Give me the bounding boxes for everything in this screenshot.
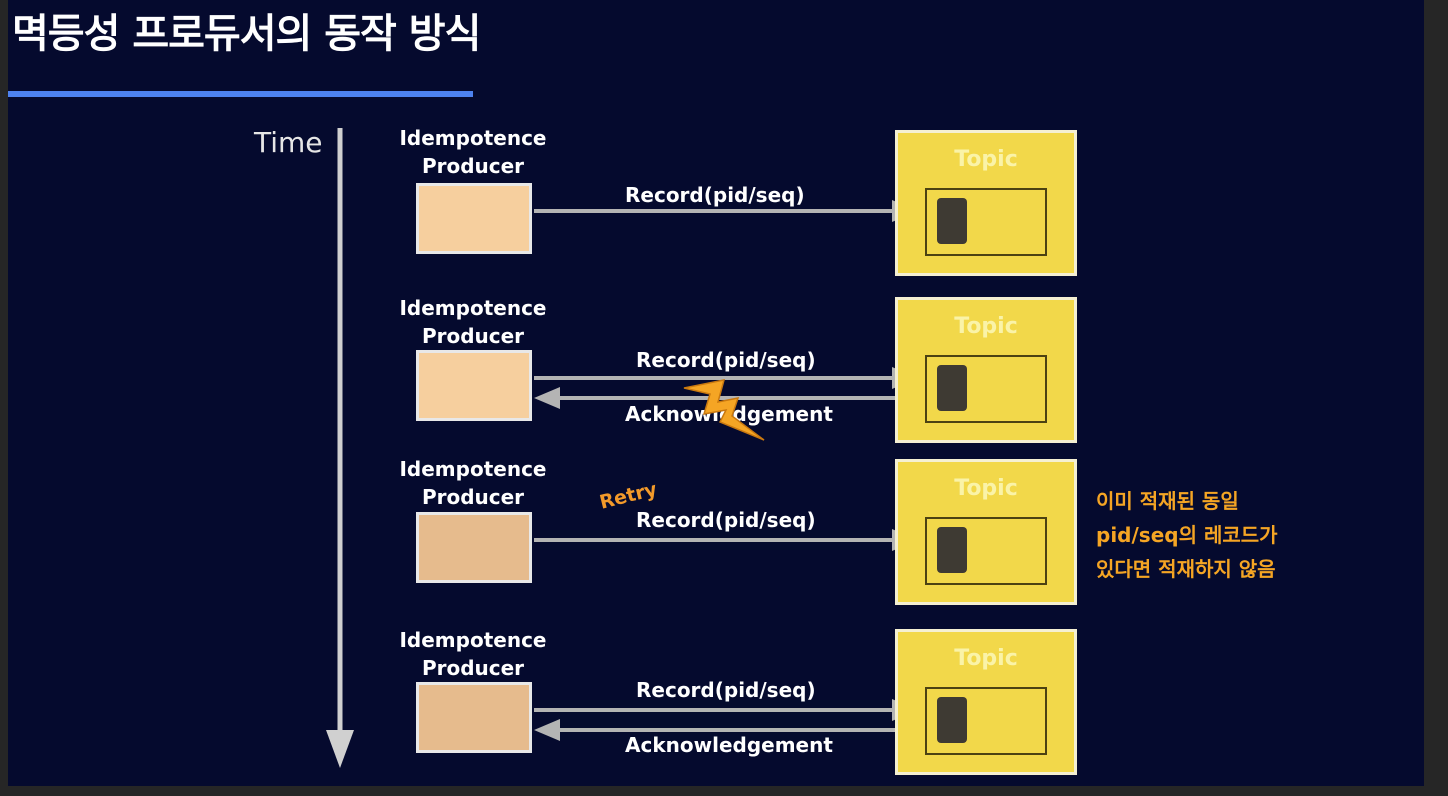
lightning-icon [683,379,765,441]
duplicate-skip-note: 이미 적재된 동일 pid/seq의 레코드가 있다면 적재하지 않음 [1096,489,1278,581]
time-axis-label: Time [254,126,323,159]
record-slot [937,198,967,244]
record-slot [937,697,967,743]
record-label: Record(pid/seq) [636,508,816,532]
record-label: Record(pid/seq) [625,183,805,207]
topic-box: Topic [895,629,1077,775]
record-slot [937,365,967,411]
producer-box [416,682,532,753]
partition [925,355,1047,423]
title-underline [8,91,473,97]
partition [925,517,1047,585]
producer-label: Idempotence Producer [399,457,547,509]
record-label: Record(pid/seq) [636,678,816,702]
record-slot [937,527,967,573]
partition [925,188,1047,256]
topic-label: Topic [954,314,1018,339]
topic-label: Topic [954,476,1018,501]
producer-box [416,350,532,421]
producer-box [416,183,532,254]
producer-box [416,512,532,583]
producer-label: Idempotence Producer [399,296,547,348]
slide-title: 멱등성 프로듀서의 동작 방식 [12,11,481,57]
producer-label: Idempotence Producer [399,628,547,680]
record-arrow [534,200,918,222]
record-label: Record(pid/seq) [636,348,816,372]
producer-label: Idempotence Producer [399,126,547,178]
time-axis-arrow [326,128,354,768]
ack-label: Acknowledgement [625,733,833,757]
topic-label: Topic [954,147,1018,172]
topic-box: Topic [895,297,1077,443]
record-arrow [534,529,918,551]
topic-box: Topic [895,459,1077,605]
partition [925,687,1047,755]
topic-box: Topic [895,130,1077,276]
slide: 멱등성 프로듀서의 동작 방식 Time Idempotence Produce… [8,0,1424,786]
topic-label: Topic [954,646,1018,671]
